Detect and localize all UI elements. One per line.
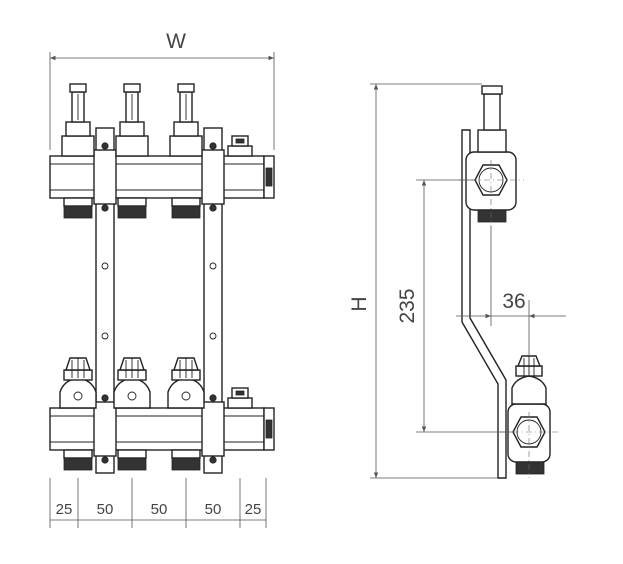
lower-manifold	[49, 387, 275, 464]
valve-cap	[167, 357, 205, 409]
spacing-label: 25	[56, 501, 73, 518]
spacing-label: 50	[151, 501, 168, 518]
flow-meters	[61, 83, 203, 157]
width-label: W	[166, 30, 186, 53]
offset-dimension: 36	[456, 226, 566, 356]
spacing-label: 50	[97, 501, 114, 518]
width-dimension: W	[49, 30, 275, 150]
valve-cap	[113, 357, 151, 409]
upper-body	[458, 85, 524, 226]
front-view: W 25 50 50 50 25	[49, 30, 275, 528]
flow-meter	[115, 83, 149, 157]
height-dimension: H	[348, 83, 498, 479]
side-view: H 235 36	[348, 83, 566, 479]
upper-manifold	[49, 135, 275, 212]
height-label: H	[348, 296, 371, 311]
spacing-label: 50	[205, 501, 222, 518]
center-distance-dimension: 235	[396, 179, 514, 433]
upper-outlets	[63, 197, 201, 219]
flow-meter	[169, 83, 203, 157]
offset-label: 36	[502, 290, 525, 313]
spacing-label: 25	[245, 501, 262, 518]
mounting-rails	[95, 127, 223, 474]
center-distance-label: 235	[396, 288, 419, 323]
valve-caps	[59, 357, 205, 409]
lower-outlets	[63, 449, 201, 471]
lower-body	[500, 355, 560, 478]
spacing-dimensions: 25 50 50 50 25	[49, 478, 267, 528]
flow-meter	[61, 83, 95, 157]
valve-cap	[59, 357, 97, 409]
